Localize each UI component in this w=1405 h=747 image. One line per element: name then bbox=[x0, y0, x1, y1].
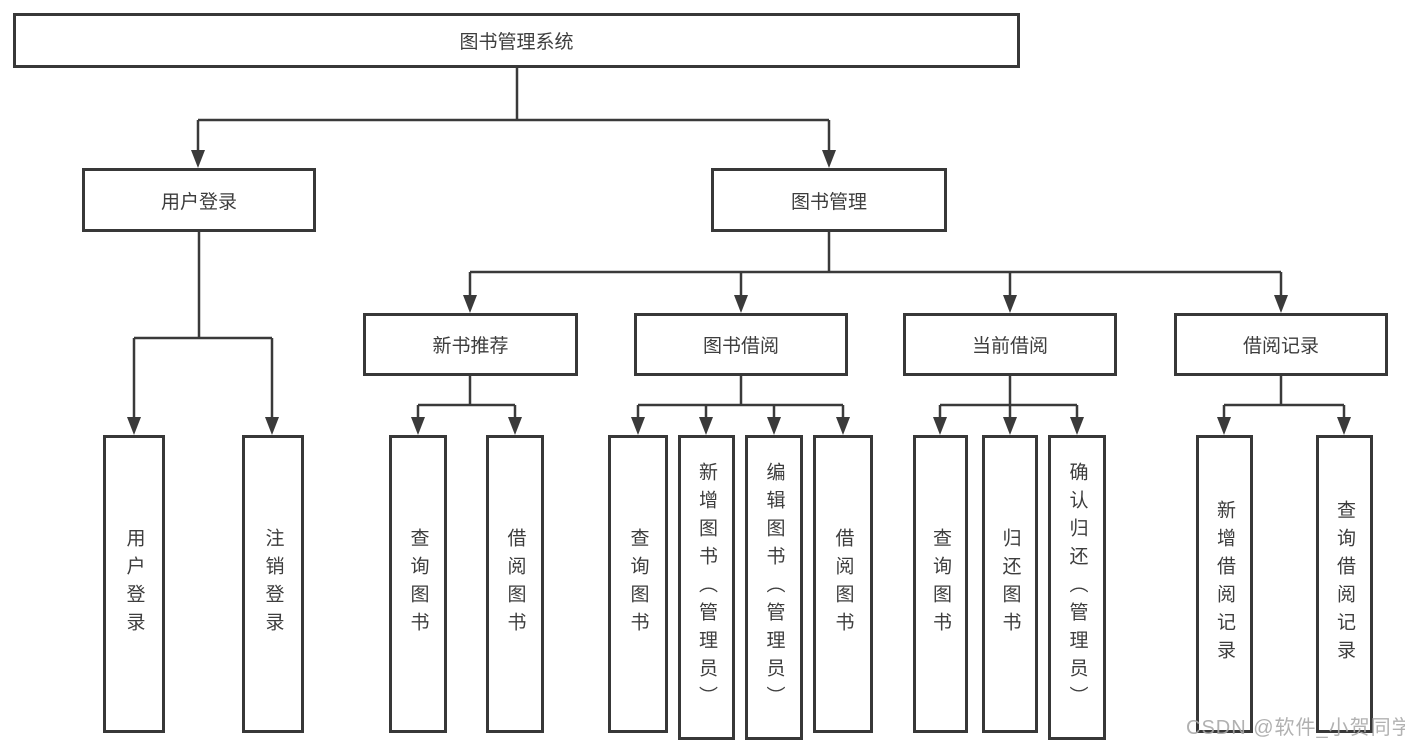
node-label: 用户登录 bbox=[123, 528, 145, 640]
leaf-add-borrow-record: 新增借阅记录 bbox=[1196, 435, 1253, 733]
node-label: 归还图书 bbox=[999, 528, 1021, 640]
leaf-query-books-borrow: 查询图书 bbox=[608, 435, 668, 733]
node-label: 新增图书（管理员） bbox=[696, 461, 717, 714]
node-label: 编辑图书（管理员） bbox=[763, 461, 785, 714]
leaf-query-books-current: 查询图书 bbox=[913, 435, 968, 733]
node-label: 新增借阅记录 bbox=[1214, 500, 1235, 668]
leaf-return-books: 归还图书 bbox=[982, 435, 1038, 733]
node-label: 新书推荐 bbox=[432, 336, 509, 357]
node-label: 查询图书 bbox=[627, 528, 649, 640]
node-book-borrowing: 图书借阅 bbox=[634, 313, 848, 376]
leaf-borrow-books-recommend: 借阅图书 bbox=[486, 435, 544, 733]
node-book-management: 图书管理 bbox=[711, 168, 947, 232]
leaf-user-login: 用户登录 bbox=[103, 435, 165, 733]
node-label: 查询借阅记录 bbox=[1334, 500, 1355, 668]
node-borrowing-records: 借阅记录 bbox=[1174, 313, 1388, 376]
leaf-logout: 注销登录 bbox=[242, 435, 304, 733]
node-label: 查询图书 bbox=[930, 528, 951, 640]
leaf-borrow-books-borrow: 借阅图书 bbox=[813, 435, 873, 733]
node-label: 确认归还（管理员） bbox=[1066, 461, 1088, 714]
node-label: 查询图书 bbox=[407, 528, 429, 640]
node-new-book-recommendation: 新书推荐 bbox=[363, 313, 578, 376]
node-user-login: 用户登录 bbox=[82, 168, 316, 232]
node-label: 当前借阅 bbox=[971, 336, 1048, 357]
leaf-query-books-recommend: 查询图书 bbox=[389, 435, 447, 733]
node-label: 用户登录 bbox=[160, 191, 237, 213]
watermark: CSDN @软件_小贺同学 bbox=[1186, 717, 1405, 739]
node-library-management-system: 图书管理系统 bbox=[13, 13, 1020, 68]
node-label: 借阅图书 bbox=[832, 528, 854, 640]
node-label: 图书管理 bbox=[790, 191, 867, 213]
node-label: 借阅记录 bbox=[1242, 336, 1319, 357]
leaf-confirm-return-admin: 确认归还（管理员） bbox=[1048, 435, 1106, 740]
leaf-edit-book-admin: 编辑图书（管理员） bbox=[745, 435, 803, 740]
node-label: 注销登录 bbox=[262, 528, 284, 640]
leaf-add-book-admin: 新增图书（管理员） bbox=[678, 435, 735, 740]
leaf-query-borrow-record: 查询借阅记录 bbox=[1316, 435, 1373, 733]
node-label: 借阅图书 bbox=[504, 528, 526, 640]
node-label: 图书管理系统 bbox=[459, 32, 574, 53]
node-label: 图书借阅 bbox=[702, 336, 779, 357]
node-current-borrowing: 当前借阅 bbox=[903, 313, 1117, 376]
